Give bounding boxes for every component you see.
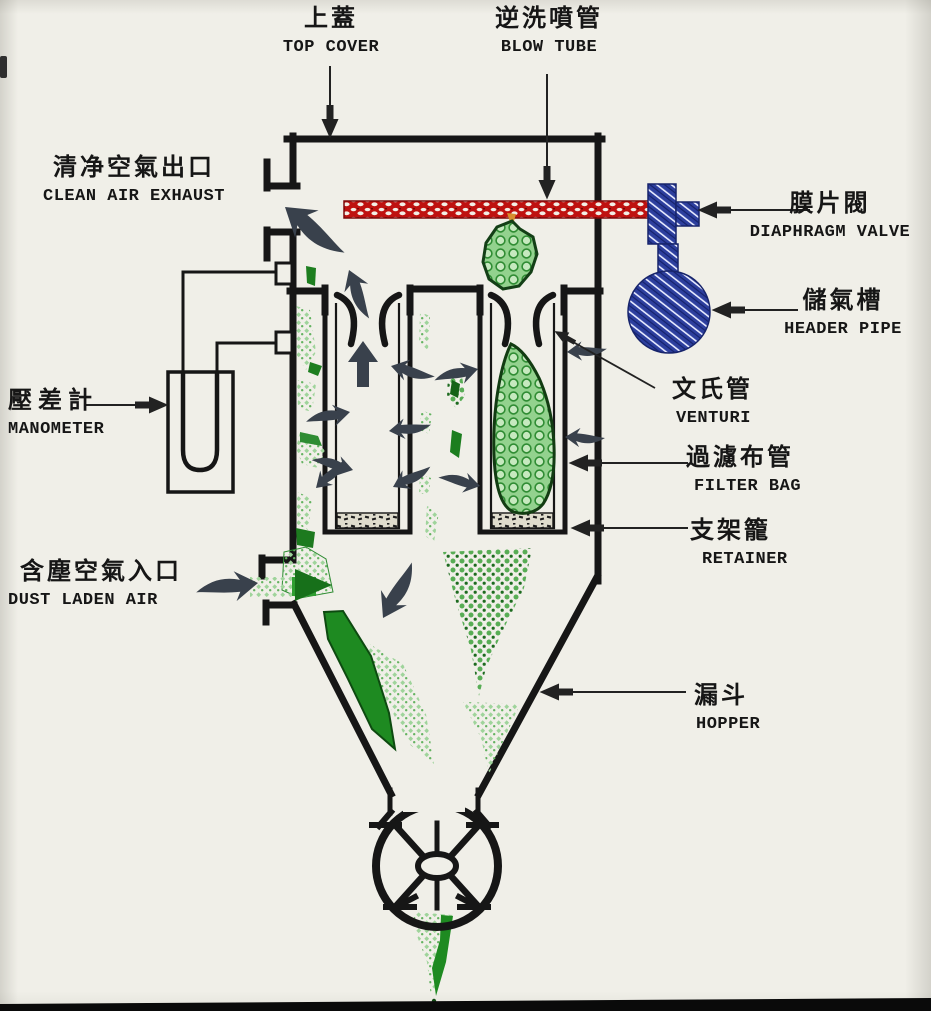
scan-edge-mark	[0, 56, 7, 78]
hopper-left-wall	[289, 599, 396, 799]
label-filter-bag-zh: 過濾布管	[686, 444, 794, 471]
photo-bottom-edge	[0, 998, 931, 1011]
up-flow-arrow	[348, 341, 378, 387]
manometer-box	[166, 370, 235, 494]
exhaust-duct-stub	[263, 158, 301, 192]
label-top-cover-en: TOP COVER	[282, 38, 380, 57]
pressure-tap-pipes	[181, 270, 276, 371]
label-venturi: 文氏管 VENTURI	[672, 376, 753, 429]
label-diaphragm-valve-zh: 膜片閥	[789, 190, 871, 217]
label-venturi-zh: 文氏管	[672, 376, 753, 403]
air-flow-arrows	[194, 192, 608, 626]
label-header-pipe-en: HEADER PIPE	[784, 320, 902, 339]
label-clean-air-exhaust: 清净空氣出口 CLEAN AIR EXHAUST	[18, 154, 250, 207]
inlet-dust-arrowhead	[295, 569, 332, 601]
label-manometer-zh: 壓差計	[8, 387, 98, 414]
u-tube	[180, 372, 220, 473]
blow-tube-pipe	[343, 200, 650, 219]
label-clean-air-exhaust-en: CLEAN AIR EXHAUST	[43, 187, 225, 206]
label-diaphragm-valve-en: DIAPHRAGM VALVE	[749, 223, 911, 242]
label-dust-laden-air-zh: 含塵空氣入口	[20, 558, 182, 585]
label-clean-air-exhaust-zh: 清净空氣出口	[53, 154, 215, 181]
label-filter-bag: 過濾布管 FILTER BAG	[686, 444, 801, 497]
label-venturi-en: VENTURI	[676, 409, 751, 428]
label-retainer-en: RETAINER	[702, 550, 788, 569]
dust-cake-blob	[492, 342, 556, 515]
valve-rotor-hub	[415, 851, 459, 881]
label-hopper-en: HOPPER	[696, 715, 761, 734]
leader-lines	[84, 66, 810, 700]
label-top-cover-zh: 上蓋	[304, 5, 358, 32]
hopper-right-wall	[474, 572, 602, 799]
label-hopper-zh: 漏斗	[694, 682, 748, 709]
header-pipe-shape	[627, 270, 711, 354]
label-header-pipe: 儲氣槽 HEADER PIPE	[760, 287, 926, 340]
label-filter-bag-en: FILTER BAG	[694, 477, 802, 496]
bag-bottom-retainer-right	[491, 512, 554, 529]
label-hopper: 漏斗 HOPPER	[694, 682, 760, 735]
label-diaphragm-valve: 膜片閥 DIAPHRAGM VALVE	[734, 190, 926, 243]
label-retainer-zh: 支架籠	[690, 517, 771, 544]
label-manometer: 壓差計 MANOMETER	[8, 387, 148, 440]
rotary-valve	[369, 798, 502, 931]
label-dust-laden-air-en: DUST LADEN AIR	[8, 591, 158, 610]
pulse-dust-puff	[481, 219, 539, 291]
diaphragm-valve-shape	[647, 183, 700, 275]
label-manometer-en: MANOMETER	[8, 420, 105, 439]
label-dust-laden-air: 含塵空氣入口 DUST LADEN AIR	[8, 558, 193, 611]
label-retainer: 支架籠 RETAINER	[690, 517, 788, 570]
manometer-assembly	[166, 261, 294, 494]
dust-deposits	[250, 213, 556, 1004]
label-blow-tube-en: BLOW TUBE	[500, 38, 598, 57]
venturi-curves	[333, 291, 557, 348]
bag-bottom-retainer-left	[336, 512, 399, 529]
label-header-pipe-zh: 儲氣槽	[802, 287, 884, 314]
label-top-cover: 上蓋 TOP COVER	[246, 5, 416, 58]
label-blow-tube: 逆洗噴管 BLOW TUBE	[459, 5, 639, 58]
dust-inlet-flow-arrow	[194, 568, 261, 607]
filter-bag-right	[477, 299, 568, 535]
label-blow-tube-zh: 逆洗噴管	[495, 5, 603, 32]
